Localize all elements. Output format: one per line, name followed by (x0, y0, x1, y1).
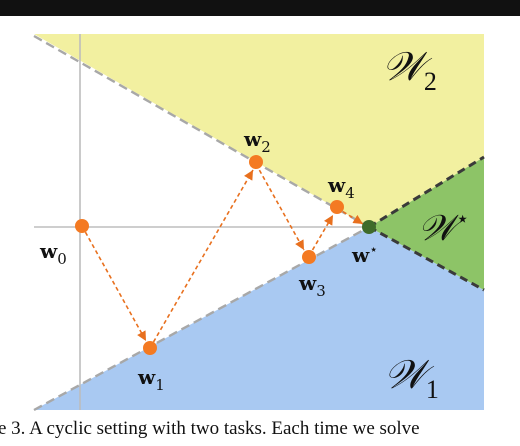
arrow-w3-to-w4 (308, 214, 334, 257)
top-border-bar (0, 0, 520, 16)
arrow-w1-to-w2 (149, 169, 254, 349)
label-w2: w2 (243, 127, 271, 156)
arrow-w2-to-w3 (255, 163, 305, 251)
region-w2 (34, 34, 484, 227)
boundary-line-w2 (33, 34, 370, 229)
figure-caption: e 3. A cyclic setting with two tasks. Ea… (0, 418, 520, 446)
caption-text: e 3. A cyclic setting with two tasks. Ea… (0, 418, 420, 439)
label-w1: w1 (137, 365, 165, 394)
arrow-w4-to-wstar (336, 207, 364, 225)
boundary-wstar-lower (368, 225, 485, 292)
region-w1 (34, 227, 484, 410)
label-w4: w4 (327, 173, 355, 202)
point-w2 (249, 155, 263, 169)
label-wstar: w⋆ (351, 242, 378, 267)
boundary-line-w1 (33, 225, 370, 412)
region-wstar (369, 157, 484, 290)
arrow-w0-to-w1 (81, 225, 147, 342)
point-wstar (362, 220, 376, 234)
label-w3: w3 (298, 271, 326, 300)
boundary-wstar-upper (368, 155, 485, 229)
point-w1 (143, 341, 157, 355)
label-w0: w0 (39, 239, 67, 268)
region-label-w2: 𝒲2 (382, 44, 437, 96)
point-w3 (302, 250, 316, 264)
cyclic-projection-diagram: 𝒲2 𝒲1 𝒲⋆ w0 w1 w2 w3 w4 w⋆ (33, 34, 485, 412)
point-w0 (75, 219, 89, 233)
point-w4 (330, 200, 344, 214)
